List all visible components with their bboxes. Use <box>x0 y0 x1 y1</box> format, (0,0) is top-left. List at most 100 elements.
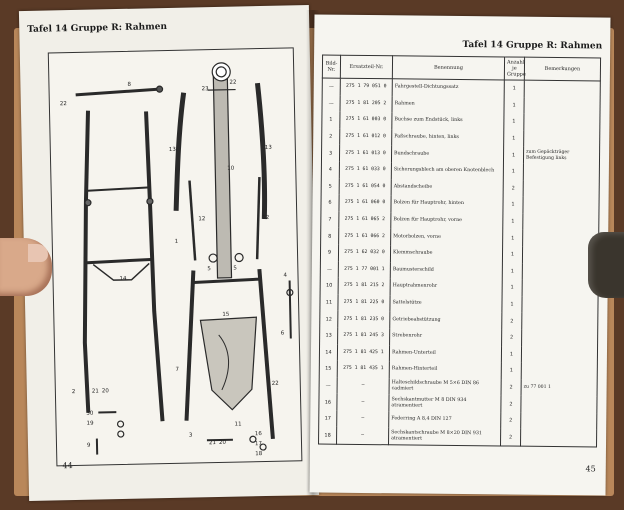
table-row: 18—Sechskantschraube M 8×20 DIN 931 atra… <box>318 426 597 448</box>
left-page: Tafel 14 Gruppe R: Rahmen <box>18 5 320 501</box>
table-cell-desc: Baumusterschild <box>390 261 503 280</box>
right-page-header: Tafel 14 Gruppe R: Rahmen <box>462 40 603 52</box>
callout-3: 3 <box>189 433 193 439</box>
part-rod-12-left <box>188 180 197 261</box>
table-cell-no: — <box>319 377 338 395</box>
table-cell-part: 275 1 62 032 0 <box>338 244 391 262</box>
table-cell-desc: Sicherungsblech am oberen Knotenblech <box>391 162 504 181</box>
table-cell-no: — <box>322 78 341 96</box>
table-cell-qty: 1 <box>501 296 523 313</box>
table-cell-rem: zum Gepäckträger Befestigung links <box>523 147 600 165</box>
table-cell-no: 3 <box>321 144 340 162</box>
table-cell-desc: Sattelstütze <box>389 294 503 313</box>
right-page: Tafel 14 Gruppe R: Rahmen Bild-Nr. Ersat… <box>309 14 611 496</box>
table-cell-rem <box>523 113 600 132</box>
book-clip <box>588 232 624 298</box>
callout-12-a: 12 <box>198 216 205 222</box>
table-cell-rem <box>520 395 598 414</box>
table-cell-no: — <box>320 261 339 278</box>
table-cell-qty: 1 <box>503 97 525 114</box>
table-cell-qty: 2 <box>501 312 522 330</box>
part-bolt-8 <box>75 87 158 97</box>
table-cell-desc: Bolzen für Hauptrohr, vorne <box>390 212 503 230</box>
table-cell-no: 10 <box>320 277 339 295</box>
left-page-header: Tafel 14 Gruppe R: Rahmen <box>27 21 168 35</box>
table-cell-qty: 2 <box>500 395 522 413</box>
callout-19: 19 <box>86 421 94 427</box>
table-cell-desc: Sechskantmutter M 8 DIN 934 atramentiert <box>388 394 502 413</box>
table-cell-part: 275 1 81 425 1 <box>337 344 390 362</box>
frame-parts-drawing: 22 8 23 22 13 13 10 12 12 1 5 5 4 14 15 … <box>60 62 294 457</box>
table-cell-no: 7 <box>320 211 339 229</box>
part-strut-13-left <box>173 92 187 211</box>
table-cell-desc: Rahmen-Unterteil <box>389 344 502 363</box>
table-cell-part: — <box>336 410 389 428</box>
table-cell-no: 2 <box>321 128 340 146</box>
part-main-tube-10 <box>207 62 236 279</box>
table-cell-qty: 2 <box>500 412 521 430</box>
callout-17: 17 <box>255 441 263 447</box>
table-cell-qty: 1 <box>503 130 524 148</box>
callout-21-b: 21 <box>209 440 216 446</box>
table-cell-desc: Halteschildschraube M 5×6 DIN 86 cadmier… <box>389 377 502 396</box>
table-cell-desc: Motorbolzen, vorne <box>390 228 503 247</box>
table-cell-part: 275 1 77 001 1 <box>338 261 391 279</box>
callout-12-b: 12 <box>262 215 269 221</box>
part-rear-frame-15 <box>184 268 275 440</box>
table-cell-rem <box>523 130 600 148</box>
callout-14: 14 <box>119 276 127 282</box>
table-cell-part: 275 1 81 235 0 <box>337 311 390 329</box>
table-cell-part: — <box>336 427 389 445</box>
table-cell-no: 8 <box>320 227 339 245</box>
table-cell-rem <box>522 263 599 281</box>
table-cell-desc: Federring A 8,4 DIN 127 <box>388 411 501 429</box>
callout-18: 18 <box>255 451 263 457</box>
table-cell-desc: Rahmen <box>391 95 505 114</box>
table-cell-no: 6 <box>320 194 340 212</box>
callout-5-a: 5 <box>207 266 211 272</box>
table-cell-qty: 1 <box>502 213 523 230</box>
table-cell-rem <box>522 279 599 298</box>
table-cell-desc: Klemmschraube <box>390 245 503 263</box>
table-cell-no: 14 <box>319 344 338 361</box>
table-cell-part: 275 1 61 060 0 <box>338 194 392 213</box>
table-cell-desc: Abstandscheibe <box>391 178 504 197</box>
table-cell-rem <box>521 362 598 381</box>
table-cell-no: 15 <box>319 360 338 378</box>
table-cell-desc: Hauptrahmenrohr <box>390 278 503 297</box>
callout-4: 4 <box>283 273 287 279</box>
table-cell-desc: Getriebeabstützung <box>389 311 502 330</box>
table-cell-rem <box>520 429 597 448</box>
table-cell-no: 9 <box>320 244 339 262</box>
thumb-holding-book <box>0 238 52 296</box>
table-cell-desc: Sechskantschraube M 8×20 DIN 931 atramen… <box>388 427 501 446</box>
callout-22-c: 22 <box>272 381 279 387</box>
callout-23: 23 <box>202 86 210 92</box>
callout-20-a: 20 <box>102 388 110 394</box>
parts-table-header: Bild-Nr. Ersatzteil-Nr. Benennung Anzahl… <box>322 55 601 81</box>
table-cell-rem <box>521 346 598 364</box>
table-cell-desc: Bolzen für Hauptrohr, hinten <box>390 195 504 214</box>
col-header-description: Benennung <box>392 55 505 80</box>
callout-7: 7 <box>175 367 179 373</box>
table-cell-qty: 1 <box>502 229 523 247</box>
callout-22-a: 22 <box>60 101 67 107</box>
parts-table: Bild-Nr. Ersatzteil-Nr. Benennung Anzahl… <box>318 55 601 448</box>
callout-20-b: 20 <box>219 440 227 446</box>
table-cell-part: 275 1 61 013 0 <box>339 145 392 163</box>
part-bolt-6 <box>288 280 292 339</box>
callout-8: 8 <box>127 82 131 88</box>
table-cell-rem <box>521 296 599 314</box>
table-cell-rem <box>520 412 597 430</box>
table-cell-qty: 1 <box>503 146 524 164</box>
table-cell-no: — <box>321 95 341 112</box>
table-cell-qty: 1 <box>501 345 522 363</box>
table-cell-desc: Strebenrohr <box>389 328 502 346</box>
table-cell-qty: 1 <box>502 262 523 280</box>
table-cell-no: 17 <box>318 410 337 428</box>
table-cell-part: 275 1 61 054 0 <box>339 178 392 196</box>
callout-9: 9 <box>87 443 91 449</box>
callout-13-b: 13 <box>265 145 273 151</box>
table-cell-part: — <box>337 377 390 395</box>
callout-2-a: 2 <box>72 389 76 395</box>
